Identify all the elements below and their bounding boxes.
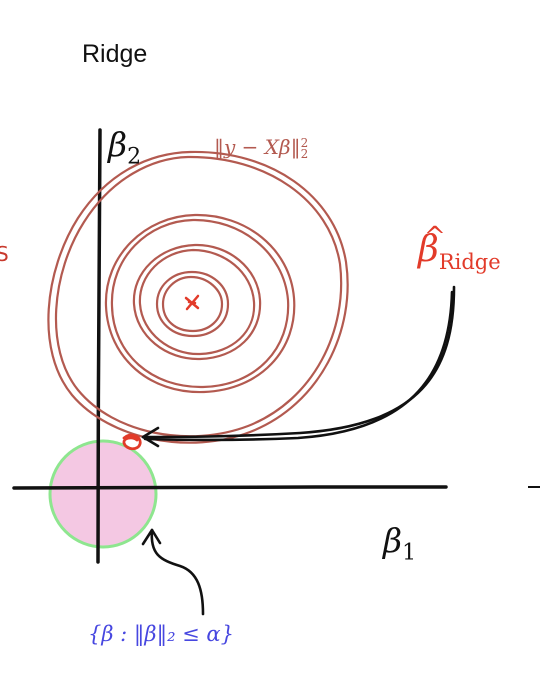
diagram-title: Ridge <box>82 40 148 68</box>
contour-middle <box>104 213 296 394</box>
ridge-subscript: Ridge <box>438 250 501 275</box>
left-edge-label: S <box>0 242 9 266</box>
ols-mark <box>184 294 200 311</box>
contour-inner-retrace <box>138 248 256 356</box>
constraint-region <box>48 439 158 549</box>
x-axis-symbol: β <box>383 521 403 560</box>
x-axis-label: β1 <box>383 524 416 565</box>
y-axis <box>96 128 102 564</box>
curved-arrow-icon <box>141 528 205 616</box>
contour-inner <box>132 243 262 361</box>
loss-superscript: 2 <box>300 135 309 150</box>
contour-innermost-retrace <box>161 275 224 333</box>
contour-innermost <box>155 270 230 338</box>
contour-middle-retrace <box>110 218 290 389</box>
loss-contours <box>47 150 349 444</box>
ridge-estimate-label: ^ β Ridge <box>418 224 501 275</box>
loss-subscript: 2 <box>300 146 309 161</box>
hat-accent: ^ <box>424 222 446 252</box>
loss-expression: ‖y − Xβ‖ <box>214 135 301 159</box>
constraint-label: {β : ‖β‖₂ ≤ α} <box>88 622 234 646</box>
right-edge-dash <box>528 486 540 488</box>
y-axis-symbol: β <box>108 125 128 164</box>
x-axis <box>12 485 448 490</box>
contour-outer <box>47 150 349 444</box>
x-axis-subscript: 1 <box>402 540 417 566</box>
y-axis-subscript: 2 <box>127 144 142 170</box>
ridge-symbol: β <box>418 229 439 270</box>
curved-arrow-icon <box>141 285 456 448</box>
y-axis-label: β2 <box>108 128 141 169</box>
ridge-estimate-mark <box>122 433 142 451</box>
ridge-beta-hat: ^ β <box>418 224 446 270</box>
